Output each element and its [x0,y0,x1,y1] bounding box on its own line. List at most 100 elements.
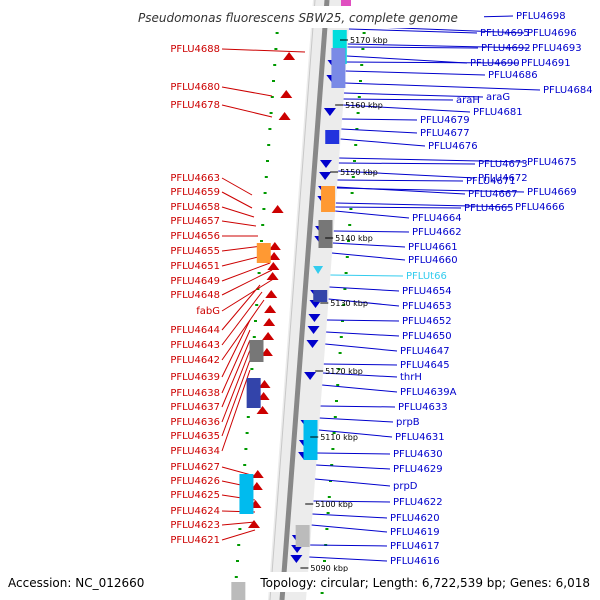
leader-line [347,46,479,49]
track-dot [250,368,254,370]
leader-line [323,363,398,366]
leader-line [330,274,404,277]
left-gene-label: PFLU4678 [170,100,220,111]
track-dot [243,464,247,466]
right-gene-label: PFLU4622 [393,497,443,508]
kbp-tick-label: 5140 kbp [335,234,373,243]
reverse-gene-arrow [266,272,279,280]
leader-line [311,524,388,533]
kbp-tick-label: 5090 kbp [310,564,348,573]
reverse-gene-arrow [283,52,296,60]
right-gene-label: PFLU4666 [515,202,565,213]
reverse-gene-arrow [271,205,284,213]
track-dot [262,208,266,210]
track-dot [244,448,248,450]
right-gene-label: PFLU4617 [390,541,440,552]
summary-backdrop [258,572,592,592]
track-dot [362,32,366,34]
track-dot [246,416,250,418]
gene-cluster-block [231,582,246,600]
left-gene-label: PFLU4637 [170,402,220,413]
leader-line [221,277,276,312]
left-gene-label: PFLU4663 [170,173,220,184]
gene-cluster-block [239,474,254,514]
right-gene-label: prpD [393,481,418,492]
right-gene-label: PFLU4677 [420,128,470,139]
right-gene-label: PFLU4629 [393,464,443,475]
leader-line [318,429,393,438]
gene-cluster-block [313,290,328,302]
forward-gene-arrow [306,340,319,348]
right-gene-label: PFLU4681 [473,107,523,118]
track-dot [327,496,331,498]
right-gene-label: PFLU4692 [481,43,531,54]
track-dot [323,560,326,562]
track-dot [269,112,273,114]
leader-line [338,162,476,165]
right-gene-label: PFLU4650 [402,331,452,342]
reverse-gene-arrow [263,318,276,326]
right-gene-label: PFLU4686 [488,70,538,81]
right-gene-label: PFLU4647 [400,346,450,357]
forward-gene-arrow [323,108,336,116]
right-gene-label: PFLU4620 [390,513,440,524]
right-gene-label: PFLU4684 [543,85,593,96]
track-dot [357,96,361,98]
right-gene-label: PFLU4660 [408,255,458,266]
leader-line [221,349,251,423]
gene-cluster-block [341,0,351,6]
right-gene-label: PFLU4664 [412,213,462,224]
leader-line [335,202,513,208]
reverse-gene-arrow [258,380,271,388]
left-gene-label: PFLU4680 [170,82,220,93]
track-dot [339,336,343,338]
track-dot [266,160,269,162]
leader-line [344,92,484,98]
accession-text: Accession: NC_012660 [8,576,144,590]
track-dot [257,272,261,274]
track-dot [272,80,275,82]
right-gene-label: PFLU4690 [470,58,520,69]
track-dot [320,592,324,594]
leader-line [342,118,418,121]
leader-line [221,529,256,541]
leader-line [338,170,476,179]
forward-gene-arrow [320,160,332,168]
leader-line [326,331,400,337]
reverse-gene-arrow [262,332,275,340]
leader-line [312,513,388,519]
track-dot [255,304,259,306]
genome-summary-text: Topology: circular; Length: 6,722,539 bp… [259,576,590,590]
left-gene-label: PFLU4648 [170,290,220,301]
right-gene-label: PFLU4675 [527,157,577,168]
left-gene-label: PFLU4634 [170,446,220,457]
track-dot [342,304,346,306]
leader-line [221,220,257,227]
track-dot [338,352,342,354]
right-gene-label: PFLU4676 [428,141,478,152]
track-dot [344,272,348,274]
leader-line [343,98,454,101]
forward-gene-arrow [304,372,317,380]
right-gene-label: PFLU4665 [464,203,514,214]
right-gene-label: PFLU4619 [390,527,440,538]
right-gene-label: PFLU4639A [400,387,457,398]
track-dot [332,432,336,434]
track-dot [333,416,337,418]
track-dot [347,240,350,242]
gene-cluster-block [246,378,261,408]
kbp-tick-label: 5160 kbp [345,101,383,110]
leader-line [333,230,410,233]
track-dot [348,224,352,226]
kbp-tick-label: 5150 kbp [340,168,378,177]
left-gene-label: PFLU4638 [170,388,220,399]
right-gene-label: prpB [396,417,420,428]
left-gene-label: PFLU4655 [170,246,220,257]
left-gene-label: PFLU4627 [170,462,220,473]
leader-line [221,329,251,394]
leader-line [328,298,400,307]
leader-line [316,464,391,470]
right-gene-label: PFLU4673 [478,159,528,170]
leader-line [336,186,466,195]
